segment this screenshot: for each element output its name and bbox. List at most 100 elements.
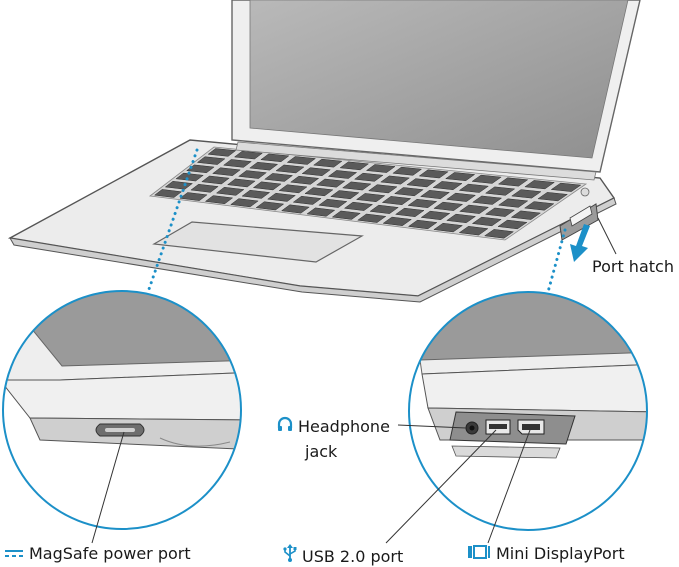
laptop-front-edge: [9, 197, 617, 303]
keyboard-key: [207, 148, 237, 157]
keyboard-key: [392, 166, 423, 176]
keyboard-key: [394, 207, 425, 217]
keyboard-key: [433, 201, 464, 211]
keyboard-keys: [154, 148, 582, 239]
keyboard-key: [318, 198, 348, 208]
keyboard-key: [204, 195, 234, 205]
power-button: [580, 187, 590, 197]
displayport-label-text: Mini DisplayPort: [496, 544, 625, 563]
usb-icon: [283, 544, 297, 566]
port-hatch-leader: [597, 217, 617, 255]
keyboard-key: [330, 190, 360, 200]
keyboard-key: [222, 159, 252, 168]
keyboard-key: [190, 183, 219, 193]
laptop-hinge: [235, 141, 597, 181]
keyboard-key: [381, 196, 412, 206]
keyboard-key: [419, 190, 450, 199]
keyboard-key: [179, 192, 208, 201]
keyboard-key: [215, 186, 245, 196]
keyboard-key: [420, 210, 451, 221]
keyboard-key: [186, 164, 215, 174]
keyboard-key: [260, 153, 290, 163]
keyboard-key: [316, 178, 346, 188]
headphone-icon: [277, 416, 293, 436]
keyboard-key: [497, 177, 529, 187]
keyboard-key: [342, 181, 372, 191]
keyboard-key: [233, 150, 263, 160]
keyboard-key: [301, 167, 331, 177]
keyboard-key: [432, 181, 463, 191]
keyboard-key: [278, 184, 308, 194]
magsafe-icon: [4, 544, 24, 563]
usb-label-text: USB 2.0 port: [302, 547, 404, 566]
keyboard-key: [418, 169, 449, 179]
keyboard-key: [175, 172, 204, 182]
keyboard-key: [445, 192, 477, 202]
keyboard-key: [343, 201, 374, 211]
keyboard-key: [331, 210, 361, 220]
keyboard-key: [471, 216, 502, 227]
keyboard-key: [267, 192, 296, 202]
laptop-screen: [249, 0, 629, 159]
keyboard-key: [497, 198, 529, 208]
keyboard-key: [458, 183, 489, 193]
keyboard-key: [407, 219, 438, 230]
right-dotted-leader: [546, 228, 567, 294]
usb-label: USB 2.0 port: [283, 544, 403, 566]
keyboard-key: [484, 229, 515, 239]
keyboard-key: [446, 213, 477, 224]
keyboard-key: [196, 156, 226, 165]
usb-leader: [385, 429, 497, 544]
keyboard-key: [445, 172, 476, 182]
headphone-label-line1: Headphone: [298, 417, 390, 436]
keyboard-key: [252, 181, 282, 191]
keyboard-key: [524, 180, 555, 190]
keyboard-key: [306, 207, 336, 217]
keyboard-key: [290, 175, 320, 185]
magsafe-zoom-circle: [2, 290, 242, 544]
magsafe-label: MagSafe power port: [4, 544, 191, 563]
keyboard-key: [394, 187, 424, 197]
keyboard-key: [365, 164, 396, 173]
keyboard-key: [471, 195, 503, 205]
keyboard-key: [484, 186, 516, 196]
headphone-label-line2: jack: [305, 442, 338, 461]
keyboard-key: [510, 210, 542, 220]
keyboard-key: [550, 182, 582, 192]
keyboard-key: [201, 175, 230, 185]
trackpad: [152, 221, 364, 263]
keyboard-key: [264, 173, 294, 182]
keyboard-key: [313, 158, 343, 168]
keyboard-key: [226, 178, 256, 188]
keyboard-key: [537, 192, 569, 202]
keyboard-key: [523, 201, 555, 211]
keyboard-key: [238, 170, 267, 179]
headphone-leader: [397, 424, 467, 429]
keyboard-key: [212, 167, 241, 176]
keyboard-key: [357, 213, 387, 223]
keyboard-key: [280, 204, 310, 214]
mini-displayport-icon: [467, 544, 491, 563]
port-hatch-door: [569, 205, 593, 227]
keyboard-key: [511, 189, 542, 199]
keyboard-key: [458, 226, 489, 236]
displayport-label: Mini DisplayPort: [467, 544, 625, 563]
keyboard-key: [339, 161, 370, 171]
keyboard-key: [275, 164, 305, 174]
keyboard-key: [407, 198, 438, 208]
port-hatch-label: Port hatch: [592, 257, 674, 276]
keyboard-key: [154, 189, 183, 198]
headphone-label: Headphone: [277, 416, 390, 436]
port-hatch-arrow: [570, 224, 590, 262]
keyboard-key: [497, 219, 528, 230]
keyboard-key: [230, 198, 259, 208]
displayport-leader: [487, 429, 531, 544]
keyboard-key: [327, 170, 358, 179]
keyboard-key: [484, 207, 516, 217]
keyboard-key: [255, 201, 285, 211]
keyboard-key: [471, 174, 502, 184]
keyboard-key: [406, 178, 437, 188]
magsafe-label-text: MagSafe power port: [29, 544, 191, 563]
keyboard-key: [459, 204, 490, 214]
